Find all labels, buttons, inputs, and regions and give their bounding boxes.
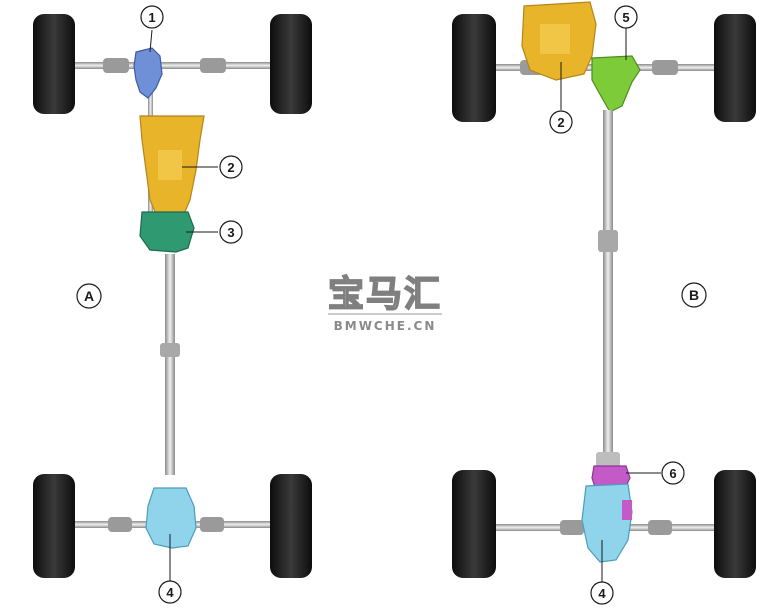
front-axle-shaft-a — [75, 62, 275, 69]
callout-a-4: 4 — [158, 580, 182, 604]
callout-label: 4 — [166, 585, 174, 600]
tire-rear-right-a — [270, 474, 312, 578]
tire-rear-left-a — [33, 474, 75, 578]
callout-label: 3 — [227, 225, 234, 240]
callout-a-2: 2 — [219, 155, 243, 179]
panel-b-drivetrain: 5 2 6 4 B — [452, 1, 756, 605]
callout-label: 2 — [227, 160, 234, 175]
callout-b-4: 4 — [590, 581, 614, 605]
front-axle-differential-a — [133, 47, 163, 99]
transmission-detail-b — [540, 24, 570, 54]
coupling-actuator-b — [622, 500, 632, 520]
callout-label: 1 — [148, 10, 155, 25]
tire-rear-right-b — [714, 470, 756, 578]
tire-front-right-a — [270, 14, 312, 114]
propeller-shaft-b-rear — [603, 252, 613, 452]
cv-joint-a-2 — [200, 58, 226, 73]
cv-joint-a-4 — [200, 517, 224, 532]
callout-label: 2 — [557, 115, 564, 130]
watermark-latin: BMWCHE.CN — [334, 319, 437, 333]
watermark-chinese: 宝马汇 — [328, 274, 442, 315]
panel-label-text: A — [84, 288, 94, 304]
callout-label: 4 — [598, 586, 606, 601]
watermark: 宝马汇 BMWCHE.CN — [327, 273, 442, 333]
tire-front-left-a — [33, 14, 75, 114]
tire-rear-left-b — [452, 470, 496, 578]
cv-joint-a-1 — [103, 58, 129, 73]
transfer-case-a — [139, 211, 195, 253]
cv-joint-a-3 — [108, 517, 132, 532]
cv-joint-b-2 — [652, 60, 678, 75]
callout-b-6: 6 — [661, 461, 685, 485]
rear-propeller-shaft-a-rear — [165, 357, 175, 475]
panel-label-text: B — [689, 287, 699, 303]
callout-a-1: 1 — [140, 5, 164, 29]
center-bearing-b — [598, 230, 618, 252]
panel-label-b: B — [681, 282, 707, 308]
front-axle-differential-b — [591, 55, 641, 113]
propeller-shaft-b-front — [603, 110, 613, 230]
transmission-detail-a — [158, 150, 182, 180]
coupling-housing-b — [596, 452, 620, 468]
callout-b-5: 5 — [614, 5, 638, 29]
leader-line-a-1 — [149, 29, 153, 53]
tire-front-left-b — [452, 14, 496, 122]
callout-b-2: 2 — [549, 110, 573, 134]
cv-joint-b-4 — [648, 520, 672, 535]
rear-axle-differential-b — [581, 483, 633, 563]
callout-label: 6 — [669, 466, 676, 481]
tire-front-right-b — [714, 14, 756, 122]
callout-a-3: 3 — [219, 220, 243, 244]
rear-axle-differential-a — [145, 487, 197, 549]
panel-a-drivetrain: 1 2 3 4 A — [33, 5, 312, 604]
panel-label-a: A — [76, 283, 102, 309]
center-bearing-a — [160, 343, 180, 357]
rear-propeller-shaft-a-front — [165, 254, 175, 354]
callout-label: 5 — [622, 10, 629, 25]
cv-joint-b-3 — [560, 520, 584, 535]
